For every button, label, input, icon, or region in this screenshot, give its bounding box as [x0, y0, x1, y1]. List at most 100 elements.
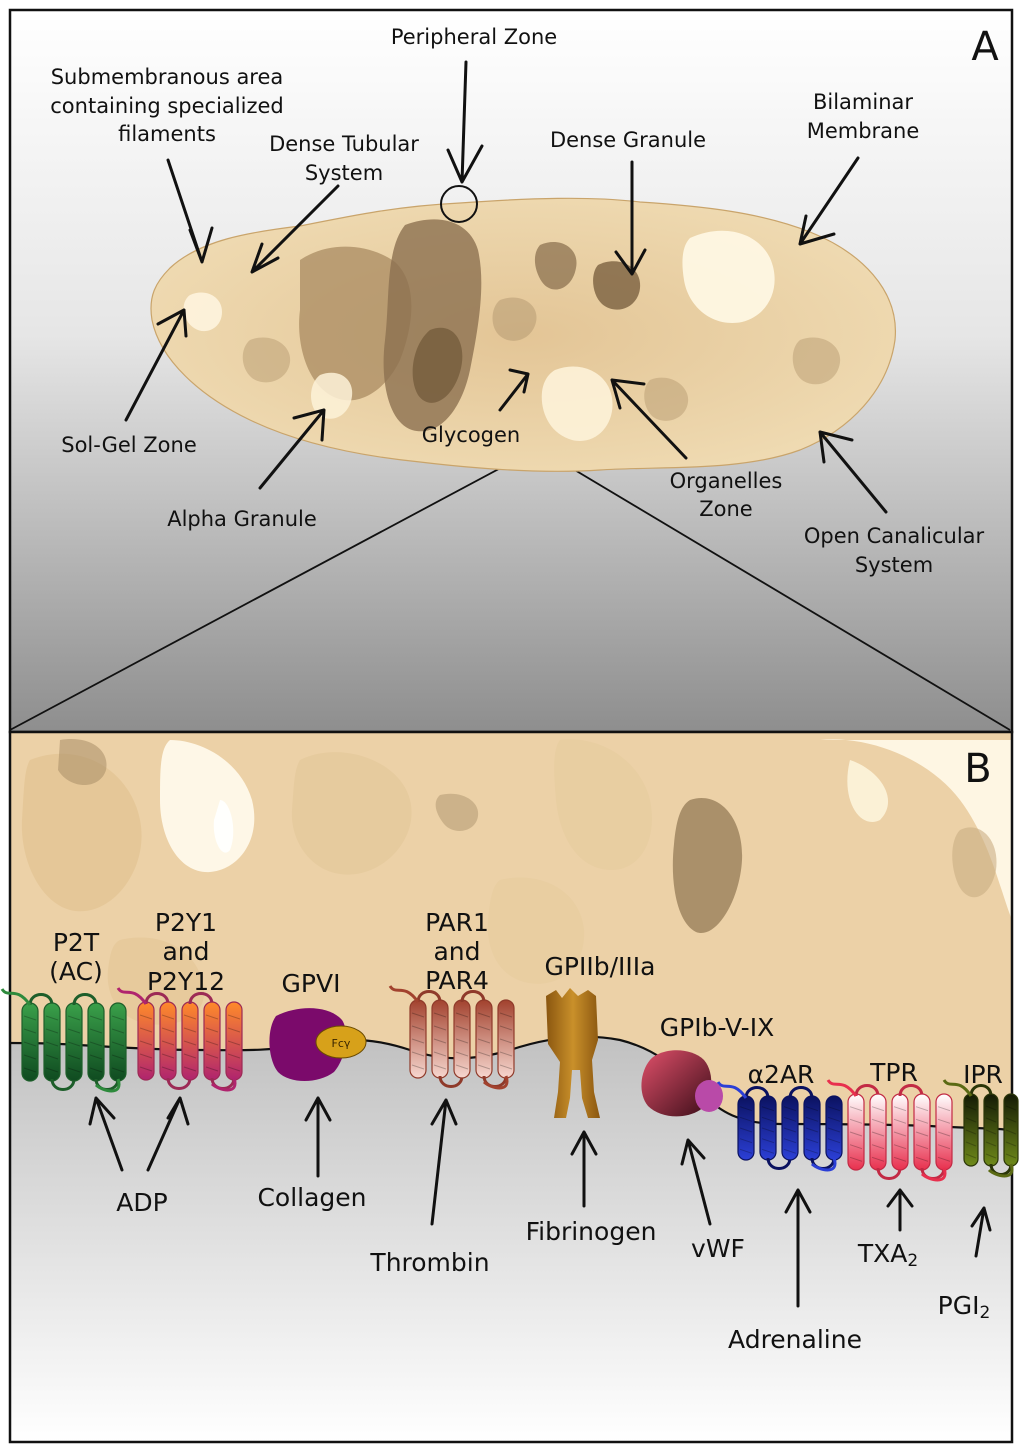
label-gpib: GPIb-V-IX	[660, 1013, 774, 1042]
a2ar-receptor-coil	[827, 1106, 841, 1112]
label-submembranous-line3: filaments	[118, 122, 216, 146]
receptor-labels: P2T (AC) P2Y1 and P2Y12 GPVI PAR1 and PA…	[49, 908, 1003, 1089]
par-receptor-coil	[499, 1025, 513, 1031]
gpiibiiia-body	[546, 988, 600, 1118]
label-a2ar: α2AR	[748, 1060, 815, 1089]
ipr-receptor-coil	[965, 1129, 977, 1135]
par-receptor-coil	[499, 1064, 513, 1070]
p2y-receptor-coil	[227, 1053, 241, 1059]
panel-b: B Fcγ	[0, 730, 1019, 1444]
p2y-receptor-n-terminus	[116, 987, 148, 1005]
label-par-line2: and	[433, 937, 480, 966]
par-receptor-coil	[499, 1012, 513, 1018]
a2ar-receptor-coil	[783, 1138, 797, 1144]
ipr-receptor-coil	[965, 1141, 977, 1147]
p2y-receptor-coil	[139, 1053, 153, 1059]
tpr-receptor-loop	[898, 1084, 924, 1097]
label-dense-tubular-line2: System	[305, 161, 383, 185]
a2ar-receptor-coil	[805, 1148, 819, 1154]
p2t-receptor-coil	[111, 1054, 125, 1060]
par-receptor-coil	[455, 1064, 469, 1070]
a2ar-receptor-coil	[739, 1106, 753, 1112]
p2t-receptor-coil	[45, 1015, 59, 1021]
tpr-receptor-coil	[871, 1118, 885, 1124]
p2t-receptor-c-terminus	[94, 1078, 121, 1093]
ligand-labels: ADP Collagen Thrombin Fibrinogen vWF TXA…	[116, 1183, 990, 1354]
p2t-receptor-coil	[111, 1041, 125, 1047]
label-glycogen: Glycogen	[422, 423, 521, 447]
a2ar-receptor-coil	[761, 1148, 775, 1154]
label-organelles-line1: Organelles	[670, 469, 783, 493]
tpr-receptor-coil	[849, 1106, 863, 1112]
a2ar-receptor-loop	[788, 1086, 814, 1099]
receptor-layer	[0, 985, 1019, 1182]
a2ar-receptor-coil	[739, 1138, 753, 1144]
label-p2t-line2: (AC)	[49, 957, 103, 986]
ipr-receptor-coil	[965, 1105, 977, 1111]
label-alpha-granule: Alpha Granule	[167, 507, 317, 531]
p2t-receptor-coil	[45, 1028, 59, 1034]
panel-b-letter: B	[964, 746, 991, 792]
a2ar-receptor-c-terminus	[810, 1157, 837, 1172]
p2t-receptor-coil	[89, 1028, 103, 1034]
ipr-receptor-coil	[985, 1117, 997, 1123]
tpr-receptor-loop	[876, 1167, 902, 1180]
a2ar-receptor-n-terminus	[716, 1081, 748, 1099]
label-adp: ADP	[116, 1188, 167, 1217]
label-bilaminar-line2: Membrane	[807, 119, 920, 143]
tpr-receptor-coil	[893, 1106, 907, 1112]
p2y-receptor-coil	[227, 1027, 241, 1033]
tpr-receptor-coil	[871, 1106, 885, 1112]
par-receptor-c-terminus	[482, 1075, 509, 1090]
tpr-receptor-coil	[915, 1118, 929, 1124]
ipr-receptor-coil	[1005, 1129, 1017, 1135]
label-pgi2: PGI2	[938, 1291, 991, 1323]
a2ar-receptor-coil	[827, 1127, 841, 1133]
tpr-receptor-coil	[871, 1144, 885, 1150]
par-receptor-coil	[455, 1012, 469, 1018]
p2y-receptor-coil	[139, 1066, 153, 1072]
p2y-receptor-loop	[188, 992, 214, 1005]
p2y-receptor-coil	[183, 1027, 197, 1033]
ipr-receptor-coil	[1005, 1153, 1017, 1159]
p2y-receptor-coil	[139, 1014, 153, 1020]
gpib-receptor	[641, 1050, 723, 1117]
a2ar-receptor-loop	[744, 1086, 770, 1099]
p2t-receptor-coil	[67, 1067, 81, 1073]
tpr-receptor-coil	[849, 1144, 863, 1150]
ipr-receptor-coil	[985, 1141, 997, 1147]
label-dense-granule: Dense Granule	[550, 128, 706, 152]
tpr-receptor-coil	[893, 1131, 907, 1137]
label-sol-gel: Sol-Gel Zone	[61, 433, 197, 457]
p2y-receptor-coil	[227, 1066, 241, 1072]
p2y-receptor-coil	[161, 1027, 175, 1033]
p2t-receptor-coil	[45, 1067, 59, 1073]
par-receptor-coil	[411, 1025, 425, 1031]
a2ar-receptor-coil	[827, 1116, 841, 1122]
a2ar-receptor-coil	[783, 1127, 797, 1133]
label-dense-tubular-line1: Dense Tubular	[269, 132, 419, 156]
a2ar-receptor-coil	[827, 1148, 841, 1154]
a2ar-receptor	[716, 1081, 843, 1172]
a2ar-receptor-coil	[739, 1148, 753, 1154]
a2ar-receptor-coil	[761, 1127, 775, 1133]
tpr-receptor-coil	[849, 1156, 863, 1162]
p2t-receptor	[0, 988, 127, 1093]
ipr-receptor-coil	[965, 1153, 977, 1159]
gpib-domain	[641, 1050, 712, 1117]
fcy-subunit	[315, 1025, 367, 1059]
p2t-receptor-coil	[67, 1028, 81, 1034]
p2t-receptor-loop	[72, 993, 98, 1006]
ipr-receptor-coil	[985, 1129, 997, 1135]
p2y-receptor-coil	[205, 1014, 219, 1020]
label-peripheral-zone: Peripheral Zone	[391, 25, 557, 49]
p2y-receptor-coil	[183, 1066, 197, 1072]
p2y-receptor-coil	[183, 1040, 197, 1046]
tpr-receptor-coil	[915, 1156, 929, 1162]
p2y-receptor-coil	[205, 1066, 219, 1072]
par-receptor-coil	[477, 1051, 491, 1057]
label-bilaminar-line1: Bilaminar	[813, 90, 913, 114]
par-receptor-coil	[477, 1025, 491, 1031]
label-p2y-line1: P2Y1	[155, 908, 217, 937]
label-submembranous-line1: Submembranous area	[51, 65, 284, 89]
